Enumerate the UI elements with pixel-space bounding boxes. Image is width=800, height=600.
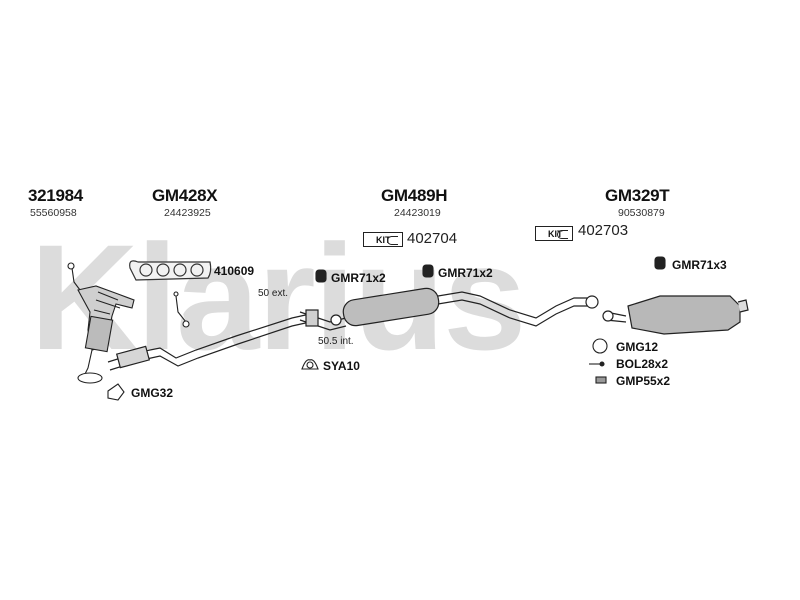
part-icons <box>107 256 666 401</box>
group-3-oem: 24423019 <box>394 207 441 219</box>
int-note: 50.5 int. <box>318 336 354 347</box>
bolt-label: BOL28x2 <box>616 357 669 371</box>
center-section <box>299 287 599 331</box>
group-1-oem: 55560958 <box>30 207 77 219</box>
front-pipe <box>107 313 311 371</box>
ext-note: 50 ext. <box>258 288 289 299</box>
group-4-oem: 90530879 <box>618 207 665 219</box>
gasket-rear-label: GMG12 <box>616 340 659 354</box>
catalytic-manifold <box>67 262 135 384</box>
mount-2-label: GMR71x2 <box>438 266 493 280</box>
group-2-oem: 24423925 <box>164 207 211 219</box>
gasket-label: 410609 <box>214 264 255 278</box>
kit-2-badge: KIT <box>535 226 573 241</box>
manifold-gasket <box>129 260 212 281</box>
group-4-code: GM329T <box>605 186 670 205</box>
rear-silencer <box>602 295 749 335</box>
gasket-front-label: GMG32 <box>131 386 174 400</box>
sensor <box>173 291 190 328</box>
group-2-code: GM428X <box>152 186 218 205</box>
kit-2-number: 402703 <box>578 222 629 239</box>
group-1-code: 321984 <box>28 186 83 205</box>
mount-1-label: GMR71x2 <box>331 271 386 285</box>
mount-3-label: GMR71x3 <box>672 258 727 272</box>
group-3-code: GM489H <box>381 186 448 205</box>
clamp-label: SYA10 <box>323 359 360 373</box>
pipe-clamp-label: GMP55x2 <box>616 374 671 388</box>
kit-1-badge: KIT <box>363 232 403 247</box>
kit-1-number: 402704 <box>407 230 458 247</box>
